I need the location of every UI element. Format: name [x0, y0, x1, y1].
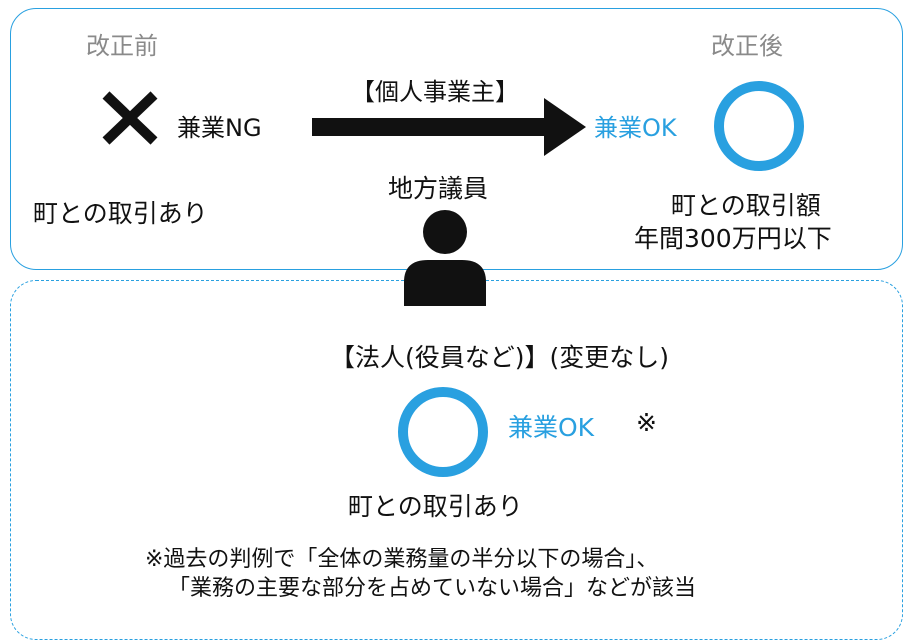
person-icon — [404, 210, 486, 306]
note-line2: 「業務の主要な部分を占めていない場合」などが該当 — [168, 576, 697, 601]
cross-icon — [102, 91, 158, 145]
person-label: 地方議員 — [388, 174, 489, 203]
after-condition-line1: 町との取引額 — [671, 191, 821, 220]
circle-ok-icon — [398, 387, 488, 477]
bottom-condition: 町との取引あり — [348, 492, 523, 521]
before-label: 改正前 — [86, 32, 158, 60]
top-ok-text: 兼業OK — [594, 114, 677, 142]
circle-ok-icon — [714, 81, 804, 171]
after-condition-line2: 年間300万円以下 — [634, 224, 832, 253]
corporation-heading: 【法人(役員など)】(変更なし) — [330, 343, 670, 372]
note-line1: ※過去の判例で「全体の業務量の半分以下の場合」、 — [145, 547, 659, 572]
after-label: 改正後 — [711, 32, 783, 60]
bottom-ok-text: 兼業OK — [508, 413, 595, 442]
note-mark: ※ — [636, 408, 657, 437]
arrow-right-icon — [312, 98, 586, 156]
arrow-label: 【個人事業主】 — [351, 78, 519, 106]
ng-text: 兼業NG — [177, 114, 262, 142]
before-condition: 町との取引あり — [33, 199, 208, 228]
